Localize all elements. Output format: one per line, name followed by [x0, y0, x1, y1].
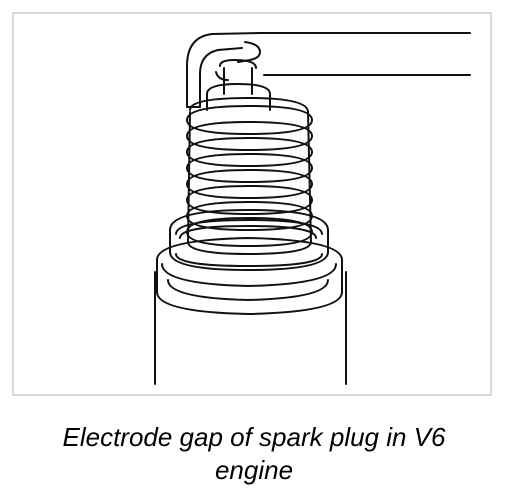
shell-body [154, 237, 347, 385]
caption-line-1: Electrode gap of spark plug in V6 [62, 422, 446, 452]
thread-section [186, 97, 313, 247]
caption-line-2: engine [214, 455, 294, 485]
gasket-washer [169, 209, 329, 271]
ground-electrode [186, 32, 261, 108]
center-electrode [215, 59, 257, 95]
figure-caption: Electrode gap of spark plug in V6 engine [0, 421, 508, 487]
feeler-gauge-blade [237, 32, 471, 76]
illustration-frame [12, 12, 492, 396]
spark-plug-illustration [154, 32, 471, 385]
